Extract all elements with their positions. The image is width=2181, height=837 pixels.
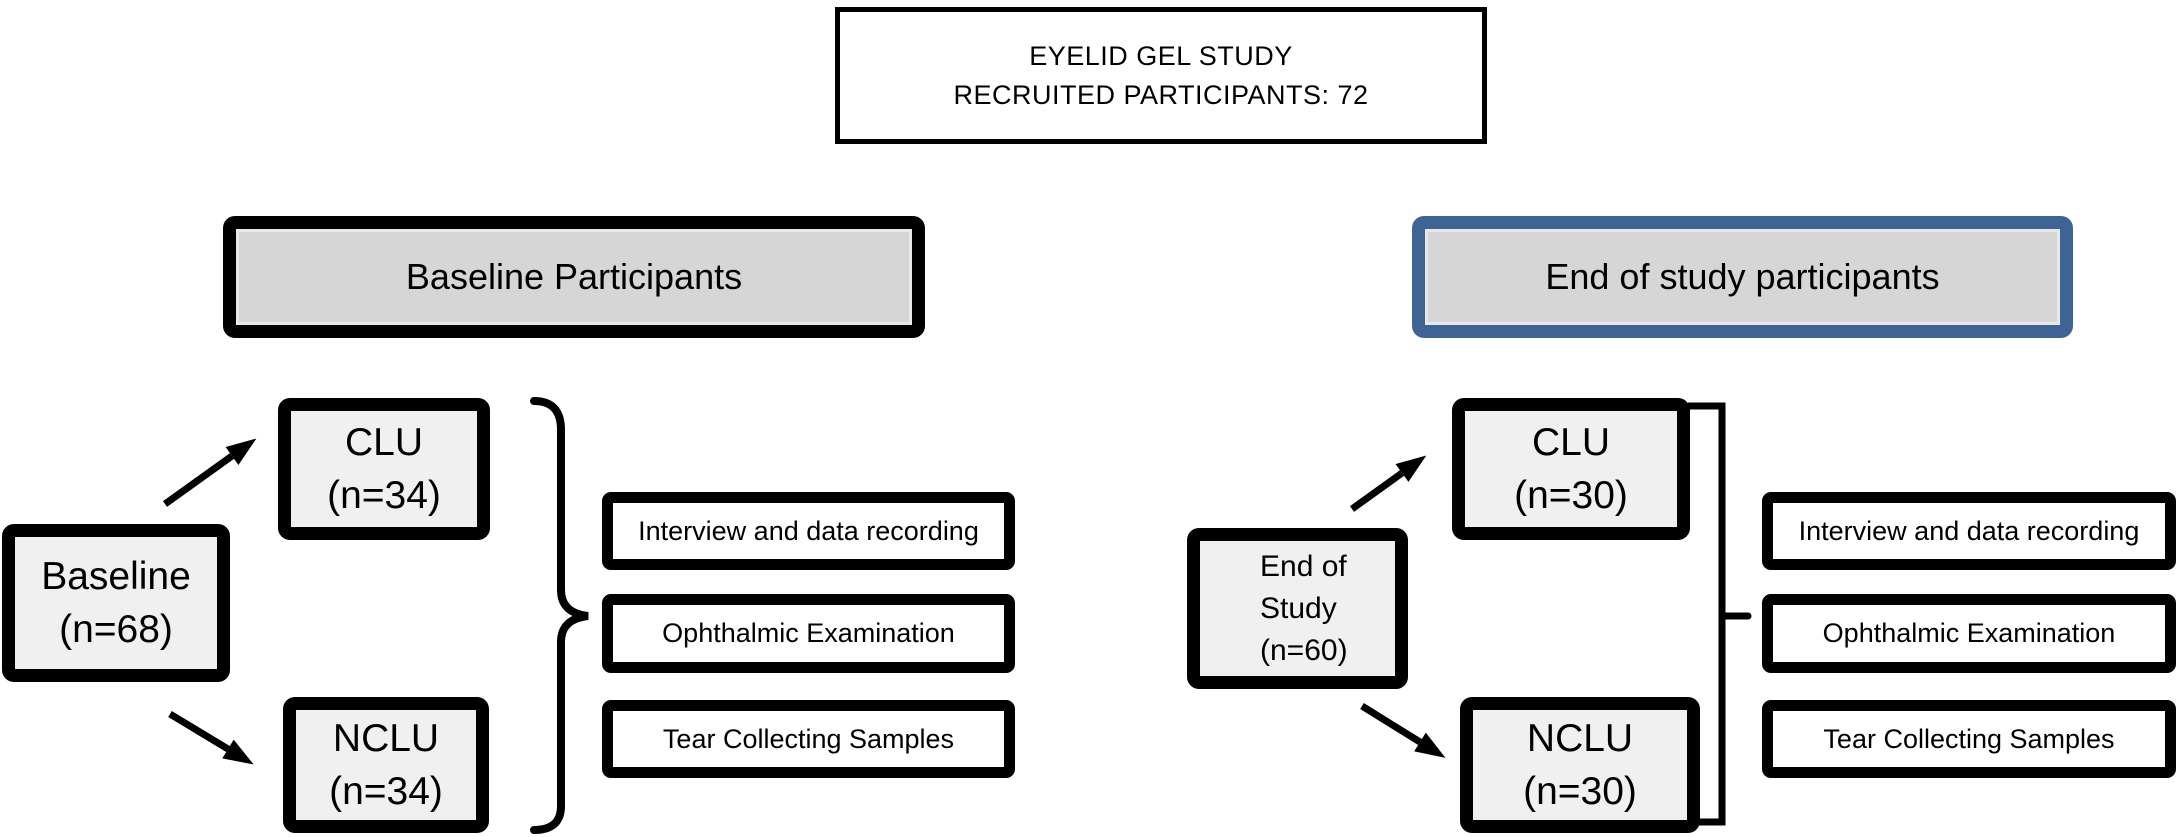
arrow-endstudy-to-nclu [1360,703,1446,758]
procedure-interview-left-label: Interview and data recording [638,515,979,546]
clu-baseline-line-2: (n=34) [327,474,441,517]
procedure-ophthalmic-right-label: Ophthalmic Examination [1822,618,2116,648]
procedure-tear-left-label: Tear Collecting Samples [662,723,955,754]
clu-end-line-1: CLU [1531,421,1611,464]
clu-end-node: CLU (n=30) [1452,398,1690,540]
arrow-endstudy-to-clu [1349,455,1427,512]
procedure-interview-left: Interview and data recording [602,492,1015,570]
end-of-study-node-line-2: Study [1260,591,1337,625]
nclu-baseline-line-2: (n=34) [329,770,443,813]
baseline-node-line-1: Baseline [41,555,191,598]
procedure-tear-right: Tear Collecting Samples [1762,700,2176,778]
arrow-baseline-to-nclu [168,711,254,765]
nclu-baseline-node: NCLU (n=34) [283,697,489,833]
procedure-ophthalmic-left-label: Ophthalmic Examination [662,618,955,648]
procedure-tear-right-label: Tear Collecting Samples [1823,723,2115,754]
nclu-end-line-1: NCLU [1526,717,1634,760]
nclu-end-line-2: (n=30) [1523,770,1637,813]
end-of-study-participants-header: End of study participants [1412,216,2073,338]
nclu-baseline-line-1: NCLU [332,717,440,760]
end-of-study-node: End of Study (n=60) [1187,528,1408,689]
procedure-interview-right: Interview and data recording [1762,492,2176,570]
nclu-end-node: NCLU (n=30) [1460,697,1700,833]
end-of-study-header-label: End of study participants [1545,256,1940,297]
left-curly-brace [530,397,589,834]
procedure-ophthalmic-right: Ophthalmic Examination [1762,594,2176,673]
study-title-box: EYELID GEL STUDY RECRUITED PARTICIPANTS:… [835,7,1487,144]
baseline-node: Baseline (n=68) [2,524,230,682]
baseline-node-line-2: (n=68) [59,608,173,651]
procedure-tear-left: Tear Collecting Samples [602,700,1015,778]
study-title-line-1: EYELID GEL STUDY [1029,40,1293,71]
arrow-baseline-to-clu [162,438,257,507]
clu-baseline-line-1: CLU [344,421,424,464]
baseline-header-label: Baseline Participants [405,256,743,297]
procedure-ophthalmic-left: Ophthalmic Examination [602,594,1015,673]
end-of-study-node-line-3: (n=60) [1260,633,1348,667]
clu-end-line-2: (n=30) [1514,474,1628,517]
study-title-line-2: RECRUITED PARTICIPANTS: 72 [953,79,1369,110]
procedure-interview-right-label: Interview and data recording [1798,515,2140,546]
clu-baseline-node: CLU (n=34) [278,398,490,540]
baseline-participants-header: Baseline Participants [223,216,925,338]
end-of-study-node-line-1: End of [1260,549,1347,583]
